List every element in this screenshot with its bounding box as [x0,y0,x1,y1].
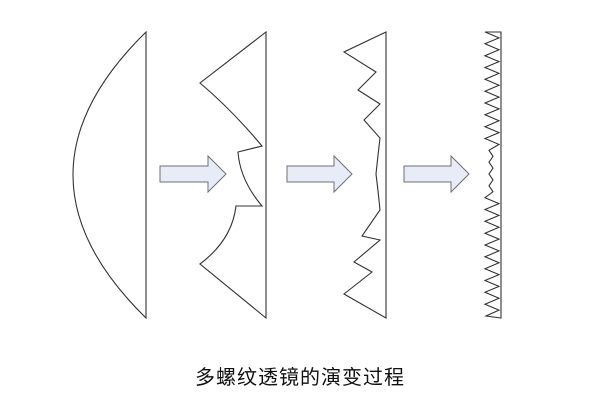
arrow-2-icon [286,154,353,194]
arrow-3-icon [403,154,470,194]
plano-convex-lens [72,30,147,320]
fresnel-lens-stage-3 [342,31,387,319]
fresnel-lens-stage-4 [483,31,502,319]
arrow-1-icon [159,154,227,194]
fresnel-lens-stage-2 [199,30,267,320]
diagram-caption: 多螺纹透镜的演变过程 [195,365,405,389]
